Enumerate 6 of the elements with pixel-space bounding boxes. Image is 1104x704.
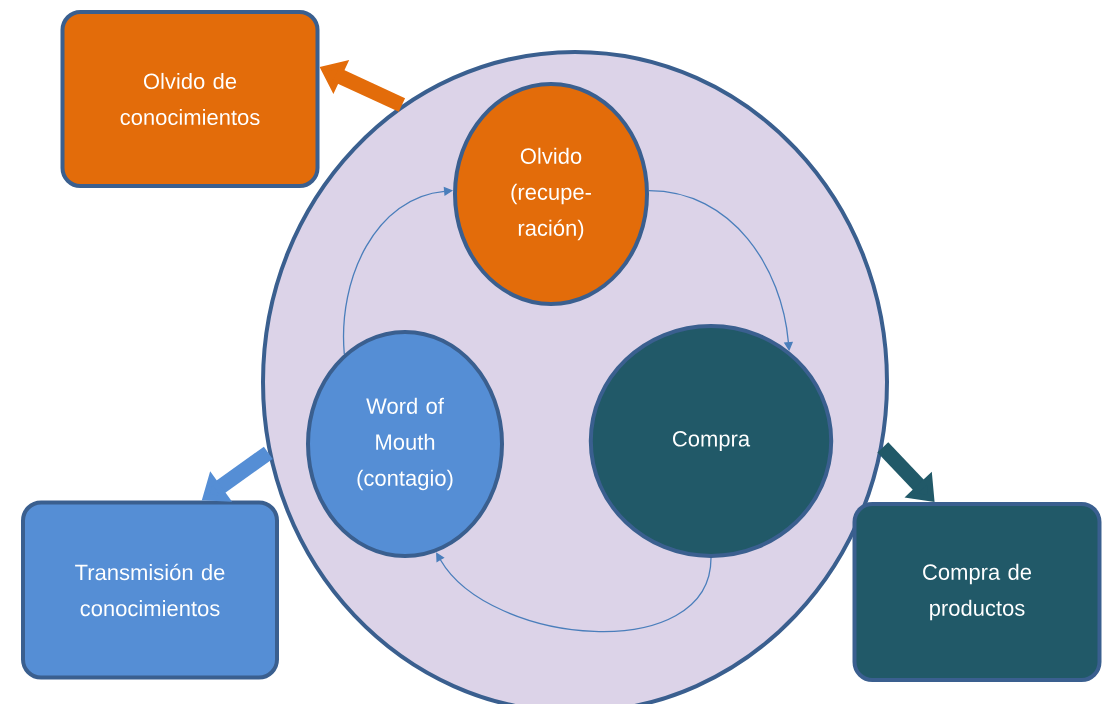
process-box: Compra de productos — [852, 502, 1102, 682]
block-arrow — [877, 442, 935, 502]
curved-arrow — [436, 552, 712, 633]
process-box: Olvido de conocimientos — [60, 10, 320, 188]
curved-arrow — [342, 186, 453, 355]
process-box: Transmisión de conocimientos — [21, 500, 279, 680]
